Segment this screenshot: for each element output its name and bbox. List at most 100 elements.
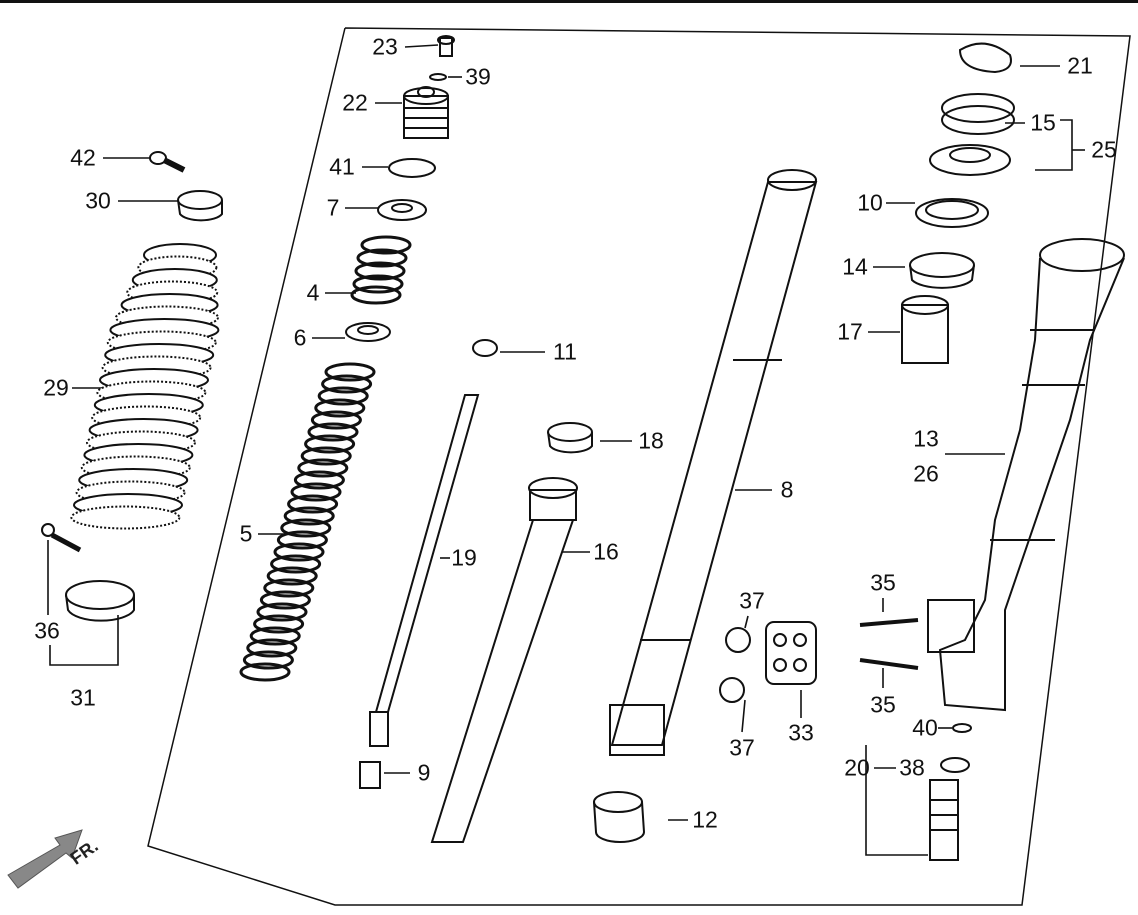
spring-coil (293, 470, 345, 490)
part-16-cylinder (430, 477, 578, 843)
callout-26: 26 (913, 460, 939, 487)
part-4-spring (350, 235, 412, 305)
part-25-seal (929, 144, 1011, 176)
spring-coil (314, 398, 366, 418)
part-30-clamp (177, 190, 223, 222)
callout-21: 21 (1067, 52, 1093, 79)
part-10-ring (915, 198, 989, 228)
callout-25: 25 (1091, 136, 1117, 163)
callout-41: 41 (329, 153, 355, 180)
spring-coil (304, 434, 356, 454)
callout-30: 30 (85, 187, 111, 214)
part-39-oring (429, 73, 447, 81)
part-31-clamp (65, 580, 135, 622)
callout-35: 35 (870, 569, 896, 596)
spring-coil (273, 542, 325, 562)
part-18-bushing (547, 422, 593, 454)
part-15-seal (941, 93, 1015, 135)
spring-coil (259, 590, 311, 610)
part-21-clip (958, 42, 1012, 74)
part-8-fork-tube (609, 169, 818, 756)
part-35-stud (859, 618, 919, 670)
part-22-cap (403, 86, 449, 139)
part-41-washer (388, 158, 436, 178)
callout-13: 13 (913, 425, 939, 452)
callout-5: 5 (239, 520, 253, 547)
spring-coil (246, 638, 298, 658)
callout-36: 36 (34, 617, 60, 644)
spring-coil (263, 578, 315, 598)
callout-17: 17 (837, 318, 863, 345)
spring-coil (276, 530, 328, 550)
callout-31: 31 (70, 684, 96, 711)
part-11-nut (472, 339, 498, 357)
part-38-washer (940, 757, 970, 773)
part-29-boot (70, 243, 220, 530)
callout-38: 38 (899, 754, 925, 781)
spring-coil (280, 518, 332, 538)
spring-coil (290, 482, 342, 502)
callout-7: 7 (326, 194, 340, 221)
callout-19: 19 (451, 544, 477, 571)
part-5-spring (239, 362, 376, 682)
assembly-frame (147, 27, 1131, 906)
spring-coil (287, 494, 339, 514)
callout-6: 6 (293, 324, 307, 351)
spring-coil (239, 662, 291, 682)
callout-39: 39 (465, 63, 491, 90)
spring-coil (317, 386, 369, 406)
top-border (0, 0, 1138, 3)
part-20-bolt (929, 779, 959, 861)
part-12-guide (593, 791, 646, 843)
callout-20: 20 (844, 754, 870, 781)
callout-29: 29 (43, 374, 69, 401)
callout-16: 16 (593, 538, 619, 565)
part-42-bolt (149, 151, 186, 173)
callout-37: 37 (739, 587, 765, 614)
callout-33: 33 (788, 719, 814, 746)
spring-coil (310, 410, 362, 430)
part-37-nut (719, 627, 751, 703)
part-9-valve (359, 761, 381, 789)
spring-coil (300, 446, 352, 466)
callout-8: 8 (780, 476, 794, 503)
part-14-bushing (909, 252, 975, 289)
callout-40: 40 (912, 714, 938, 741)
callout-14: 14 (842, 253, 868, 280)
part-17-piece (901, 295, 949, 364)
callout-4: 4 (306, 279, 320, 306)
callout-35: 35 (870, 691, 896, 718)
callout-37: 37 (729, 734, 755, 761)
front-arrow-icon (7, 829, 83, 889)
part-13-slider (927, 238, 1125, 712)
spring-coil (256, 602, 308, 622)
leader-lines (47, 44, 1085, 856)
callout-10: 10 (857, 189, 883, 216)
spring-coil (307, 422, 359, 442)
callout-12: 12 (692, 806, 718, 833)
part-40-washer (952, 723, 972, 733)
callout-42: 42 (70, 144, 96, 171)
callout-9: 9 (417, 759, 431, 786)
spring-coil (253, 614, 305, 634)
spring-coil (321, 374, 373, 394)
part-19-rod (369, 394, 480, 747)
callout-23: 23 (372, 33, 398, 60)
spring-coil (270, 554, 322, 574)
spring-coil (266, 566, 318, 586)
callout-15: 15 (1030, 109, 1056, 136)
spring-coil (249, 626, 301, 646)
spring-coil (324, 362, 376, 382)
boot-fold (70, 505, 181, 530)
callout-11: 11 (553, 338, 577, 365)
spring-coil (297, 458, 349, 478)
part-23-bolt (437, 35, 455, 57)
part-6-seat (345, 322, 391, 342)
part-33-holder (765, 621, 817, 685)
callout-22: 22 (342, 89, 368, 116)
spring-coil (242, 650, 294, 670)
part-7-seat (377, 199, 427, 221)
spring-coil (283, 506, 335, 526)
